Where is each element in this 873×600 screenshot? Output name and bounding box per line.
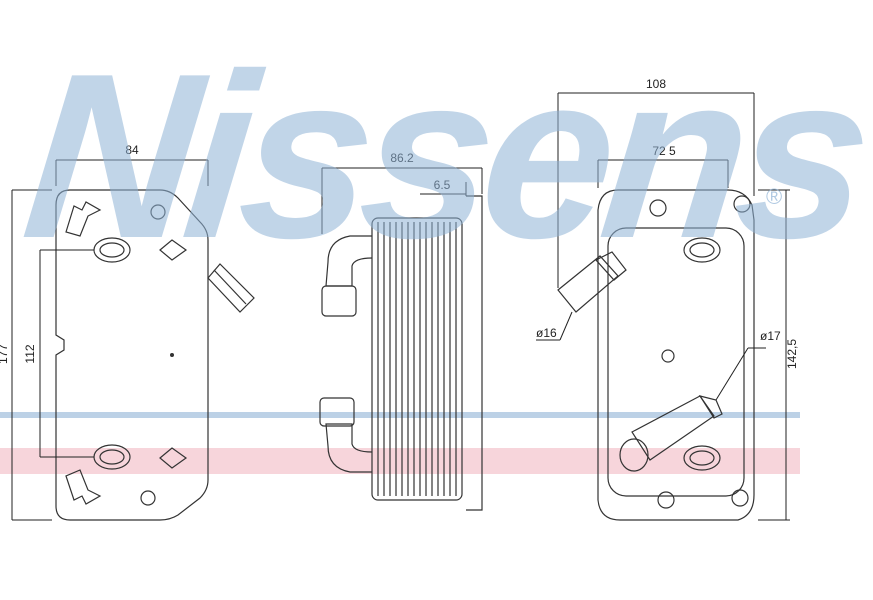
side-view [319,167,483,511]
technical-drawing: 84 177 112 86.2 6.5 108 72 5 142,5 ø16 ø… [0,77,799,521]
watermark-registered-mark: ® [766,184,783,209]
dimension-rear-height: 142,5 [785,339,799,369]
dimension-rear-inner-width: 72 5 [652,144,676,158]
dimension-rear-width: 108 [646,77,666,91]
dimension-front-height: 177 [0,344,10,364]
cooler-fins [377,222,457,496]
dimension-pipe-diameter-b: ø17 [760,329,781,343]
dimension-side-flange: 6.5 [434,178,451,192]
dimension-front-hole-spacing: 112 [23,344,37,363]
dimension-front-width: 84 [125,143,139,157]
dimension-side-depth: 86.2 [390,151,414,165]
rear-view [536,92,790,521]
dimension-pipe-diameter-a: ø16 [536,326,557,340]
front-view [11,159,255,521]
